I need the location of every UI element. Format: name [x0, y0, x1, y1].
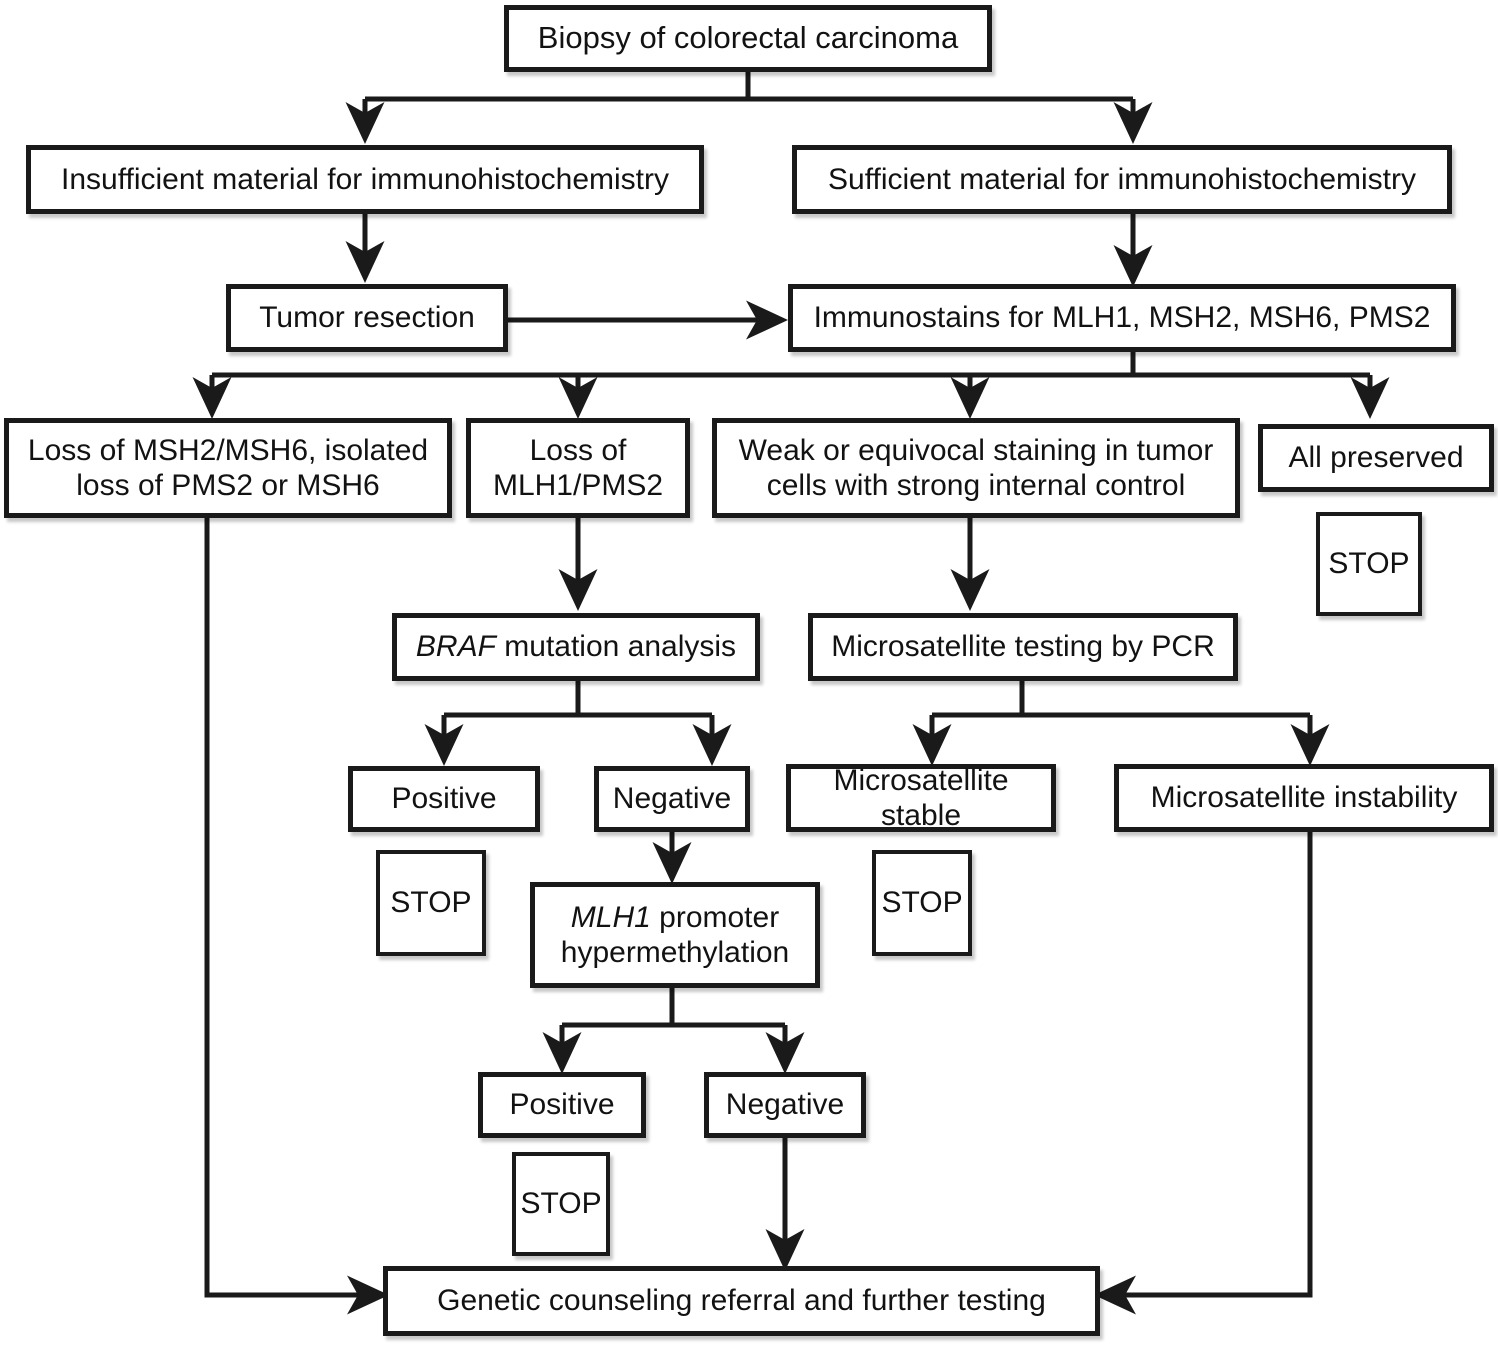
node-stop-methylation-positive[interactable]: STOP: [512, 1152, 610, 1256]
node-immunostains-label: Immunostains for MLH1, MSH2, MSH6, PMS2: [813, 301, 1431, 335]
node-all-preserved-label: All preserved: [1288, 441, 1464, 475]
node-microsatellite-instability-label: Microsatellite instability: [1150, 781, 1458, 815]
node-braf-negative-label: Negative: [612, 782, 732, 816]
node-weak-equivocal-staining[interactable]: Weak or equivocal staining in tumor cell…: [712, 418, 1240, 518]
node-stop-microsatellite-stable[interactable]: STOP: [872, 850, 972, 956]
node-all-preserved[interactable]: All preserved: [1258, 424, 1494, 492]
node-braf-positive-label: Positive: [391, 782, 497, 816]
node-loss-msh2-msh6[interactable]: Loss of MSH2/MSH6, isolated loss of PMS2…: [4, 418, 452, 518]
node-biopsy[interactable]: Biopsy of colorectal carcinoma: [504, 5, 992, 72]
node-mlh1-promoter-hypermethylation[interactable]: MLH1 promoter hypermethylation: [530, 882, 820, 988]
mlh1-gene-name: MLH1: [570, 900, 651, 934]
node-braf-mutation-analysis-label: BRAF mutation analysis: [408, 629, 744, 664]
node-loss-mlh1-pms2-label: Loss of MLH1/PMS2: [492, 433, 664, 502]
node-weak-equivocal-staining-label: Weak or equivocal staining in tumor cell…: [738, 433, 1214, 502]
node-insufficient-material[interactable]: Insufficient material for immunohistoche…: [26, 145, 704, 214]
node-microsatellite-testing-pcr-label: Microsatellite testing by PCR: [831, 630, 1215, 664]
node-genetic-counseling[interactable]: Genetic counseling referral and further …: [383, 1266, 1100, 1336]
node-stop-microsatellite-stable-label: STOP: [881, 886, 963, 920]
node-stop-methylation-positive-label: STOP: [520, 1187, 602, 1221]
node-immunostains[interactable]: Immunostains for MLH1, MSH2, MSH6, PMS2: [788, 284, 1456, 352]
node-braf-mutation-analysis[interactable]: BRAF mutation analysis: [392, 613, 760, 681]
node-methylation-negative-label: Negative: [725, 1088, 845, 1122]
node-sufficient-material[interactable]: Sufficient material for immunohistochemi…: [792, 145, 1452, 214]
node-tumor-resection[interactable]: Tumor resection: [226, 284, 508, 352]
node-methylation-negative[interactable]: Negative: [704, 1072, 866, 1138]
node-braf-negative[interactable]: Negative: [594, 766, 750, 832]
node-braf-positive[interactable]: Positive: [348, 766, 540, 832]
node-loss-mlh1-pms2[interactable]: Loss of MLH1/PMS2: [466, 418, 690, 518]
node-insufficient-material-label: Insufficient material for immunohistoche…: [61, 162, 669, 196]
node-mlh1-promoter-hypermethylation-label: MLH1 promoter hypermethylation: [553, 900, 797, 971]
node-tumor-resection-label: Tumor resection: [259, 301, 475, 335]
node-loss-msh2-msh6-label: Loss of MSH2/MSH6, isolated loss of PMS2…: [27, 433, 429, 502]
node-methylation-positive[interactable]: Positive: [478, 1072, 646, 1138]
node-microsatellite-stable-label: Microsatellite stable: [833, 763, 1009, 832]
node-stop-braf-positive-label: STOP: [390, 886, 472, 920]
mlh1-rest-text: promoter hypermethylation: [560, 900, 790, 969]
node-biopsy-label: Biopsy of colorectal carcinoma: [537, 20, 959, 56]
node-genetic-counseling-label: Genetic counseling referral and further …: [437, 1284, 1046, 1318]
node-stop-all-preserved[interactable]: STOP: [1316, 512, 1422, 616]
node-microsatellite-stable[interactable]: Microsatellite stable: [786, 764, 1056, 832]
node-microsatellite-testing-pcr[interactable]: Microsatellite testing by PCR: [808, 613, 1238, 681]
braf-rest-text: mutation analysis: [495, 630, 737, 664]
node-microsatellite-instability[interactable]: Microsatellite instability: [1114, 764, 1494, 832]
node-sufficient-material-label: Sufficient material for immunohistochemi…: [828, 162, 1416, 196]
node-stop-all-preserved-label: STOP: [1328, 547, 1410, 581]
node-stop-braf-positive[interactable]: STOP: [376, 850, 486, 956]
braf-gene-name: BRAF: [415, 630, 496, 664]
node-methylation-positive-label: Positive: [509, 1088, 615, 1122]
